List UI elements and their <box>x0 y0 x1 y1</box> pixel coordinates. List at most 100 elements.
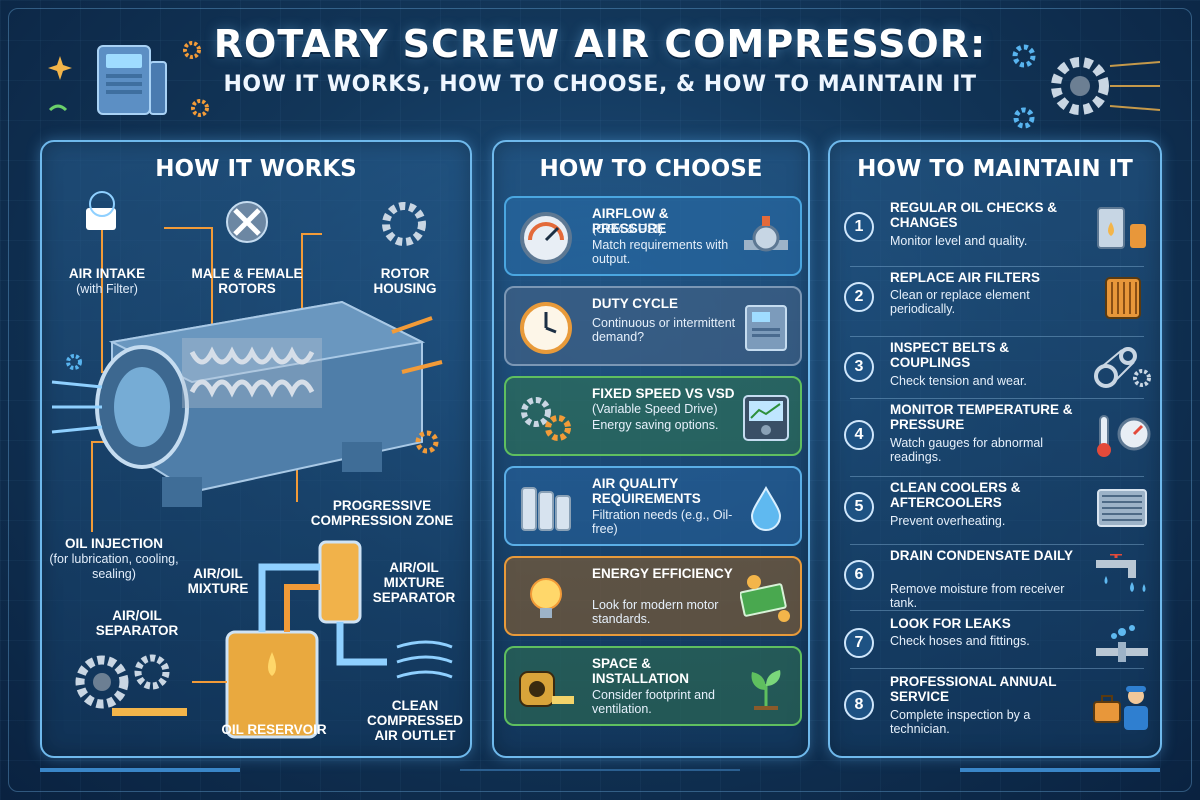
step-title: DRAIN CONDENSATE DAILY <box>890 548 1074 563</box>
oil-can-icon <box>1097 207 1146 249</box>
item-divider <box>850 610 1144 611</box>
item-divider <box>850 336 1144 337</box>
card-title: AIR QUALITY REQUIREMENTS <box>592 476 701 506</box>
maintain-item-4: 4 MONITOR TEMPERATURE & PRESSURE Watch g… <box>840 402 1154 468</box>
plant-icon <box>751 670 781 710</box>
card-description: Filtration needs (e.g., Oil-free) <box>592 508 733 536</box>
page-subtitle: HOW IT WORKS, HOW TO CHOOSE, & HOW TO MA… <box>223 72 977 97</box>
oil-reservoir-label: OIL RESERVOIR <box>221 722 327 737</box>
bottom-accent-bar <box>40 768 1160 772</box>
step-number: 1 <box>844 212 874 242</box>
step-description: Check hoses and fittings. <box>890 634 1030 648</box>
choose-card-airflow: AIRFLOW & PRESSURE (CFM & PSI) Match req… <box>504 196 802 276</box>
step-title: LOOK FOR LEAKS <box>890 616 1011 631</box>
card-subtitle: (CFM & PSI) <box>592 222 663 236</box>
air-intake-sublabel: (with Filter) <box>76 282 138 296</box>
step-description: Remove moisture from receiver tank. <box>890 582 1065 610</box>
air-outlet-label: CLEAN COMPRESSED AIR OUTLET <box>366 698 464 743</box>
drain-valve-icon <box>1096 554 1146 592</box>
clock-icon <box>520 302 572 354</box>
step-number: 3 <box>844 352 874 382</box>
maintain-item-5: 5 CLEAN COOLERS & AFTERCOOLERS Prevent o… <box>840 480 1154 546</box>
step-description: Check tension and wear. <box>890 374 1027 388</box>
card-title: AIRFLOW & PRESSURE <box>592 206 669 236</box>
light-bulb-icon <box>530 578 562 618</box>
card-description: Consider footprint and ventilation. <box>592 688 715 716</box>
choose-card-energy: ENERGY EFFICIENCY Look for modern motor … <box>504 556 802 636</box>
gears-icon <box>521 397 571 441</box>
card-title: FIXED SPEED vs VSD <box>592 386 735 401</box>
card-description: Energy saving options. <box>592 418 719 432</box>
card-subtitle: (Variable Speed Drive) <box>592 402 718 416</box>
card-title: ENERGY EFFICIENCY <box>592 566 733 581</box>
pressure-gauge-icon <box>520 212 572 264</box>
maintain-item-2: 2 REPLACE AIR FILTERS Clean or replace e… <box>840 270 1154 336</box>
leaking-pipe-icon <box>1096 625 1148 662</box>
step-number: 7 <box>844 628 874 658</box>
filter-cartridges-icon <box>521 487 571 531</box>
item-divider <box>850 668 1144 669</box>
how-it-works-panel: HOW IT WORKS <box>40 140 472 758</box>
tape-measure-icon <box>519 671 574 707</box>
how-to-maintain-title: HOW TO MAINTAIN IT <box>857 156 1133 182</box>
how-to-maintain-panel: HOW TO MAINTAIN IT 1 REGULAR OIL CHECKS … <box>828 140 1162 758</box>
step-number: 5 <box>844 492 874 522</box>
maintain-item-6: 6 DRAIN CONDENSATE DAILY Remove moisture… <box>840 548 1154 614</box>
step-number: 2 <box>844 282 874 312</box>
maintain-item-3: 3 INSPECT BELTS & COUPLINGS Check tensio… <box>840 340 1154 406</box>
step-description: Prevent overheating. <box>890 514 1006 528</box>
item-divider <box>850 266 1144 267</box>
card-description: Continuous or intermittent demand? <box>592 316 736 344</box>
sparkle-icon <box>48 56 72 112</box>
air-oil-mixture-label: AIR/OIL MIXTURE <box>187 566 249 596</box>
step-description: Watch gauges for abnormal readings. <box>890 436 1044 464</box>
how-it-works-title: HOW IT WORKS <box>155 156 357 182</box>
step-title: INSPECT BELTS & COUPLINGS <box>890 340 1010 370</box>
compressor-cabinet-icon <box>745 305 787 351</box>
drive-display-icon <box>743 395 789 441</box>
card-description: Match requirements with output. <box>592 238 729 266</box>
air-oil-separator-label: AIR/OIL SEPARATOR <box>95 608 179 638</box>
how-to-choose-title: HOW TO CHOOSE <box>539 156 763 182</box>
item-divider <box>850 398 1144 399</box>
maintain-item-8: 8 PROFESSIONAL ANNUAL SERVICE Complete i… <box>840 674 1154 740</box>
technician-toolbox-icon <box>1093 686 1148 730</box>
cooler-radiator-icon <box>1097 489 1147 527</box>
step-number: 8 <box>844 690 874 720</box>
rotors-label: MALE & FEMALE ROTORS <box>191 266 303 296</box>
air-intake-label: AIR INTAKE <box>68 266 146 281</box>
gear-cluster-icon <box>1012 44 1160 129</box>
header: ROTARY SCREW AIR COMPRESSOR: HOW IT WORK… <box>0 22 1200 97</box>
maintain-item-1: 1 REGULAR OIL CHECKS & CHANGES Monitor l… <box>840 200 1154 266</box>
card-title: DUTY CYCLE <box>592 296 679 311</box>
valve-icon <box>744 216 788 252</box>
belt-pulley-icon <box>1094 347 1151 388</box>
choose-card-space: SPACE & INSTALLATION Consider footprint … <box>504 646 802 726</box>
mixture-separator-label: AIR/OIL MIXTURE SEPARATOR <box>372 560 456 605</box>
maintain-item-7: 7 LOOK FOR LEAKS Check hoses and fitting… <box>840 616 1154 682</box>
step-title: CLEAN COOLERS & AFTERCOOLERS <box>890 480 1021 510</box>
oil-injection-sublabel: (for lubrication, cooling, sealing) <box>49 552 179 581</box>
compressor-diagram <box>51 191 453 739</box>
gear-small-icon <box>183 41 209 117</box>
step-title: PROFESSIONAL ANNUAL SERVICE <box>890 674 1057 704</box>
step-description: Complete inspection by a technician. <box>890 708 1031 736</box>
page-title: ROTARY SCREW AIR COMPRESSOR: <box>213 22 987 66</box>
step-title: REPLACE AIR FILTERS <box>890 270 1041 285</box>
oil-injection-label: OIL INJECTION <box>64 536 163 551</box>
how-to-choose-panel: HOW TO CHOOSE AIRFLOW & PRESSURE (CFM & … <box>492 140 810 758</box>
item-divider <box>850 476 1144 477</box>
outer-frame <box>8 8 1192 792</box>
item-divider <box>850 544 1144 545</box>
step-title: MONITOR TEMPERATURE & PRESSURE <box>890 402 1073 432</box>
step-description: Clean or replace element periodically. <box>890 288 1030 316</box>
card-description: Look for modern motor standards. <box>592 598 719 626</box>
water-drop-icon <box>750 485 782 531</box>
compressor-unit-icon <box>97 45 167 115</box>
money-icon <box>740 575 790 622</box>
air-filter-icon <box>1105 277 1141 319</box>
rotor-housing-label: ROTOR HOUSING <box>373 266 437 296</box>
choose-card-air-quality: AIR QUALITY REQUIREMENTS Filtration need… <box>504 466 802 546</box>
thermometer-gauge-icon <box>1097 415 1151 457</box>
step-title: REGULAR OIL CHECKS & CHANGES <box>890 200 1058 230</box>
